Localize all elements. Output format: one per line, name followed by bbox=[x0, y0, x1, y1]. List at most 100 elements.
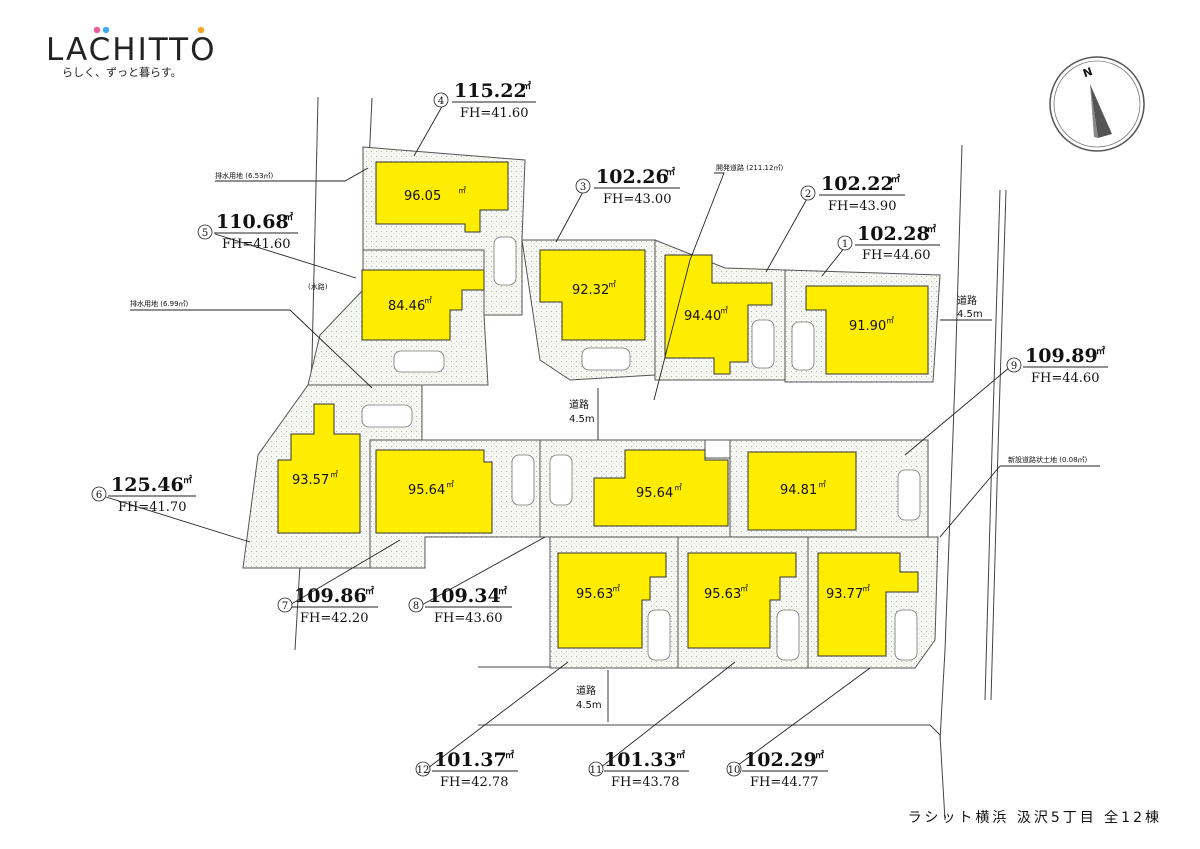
waterway-note: (水路) bbox=[308, 282, 328, 291]
lot-area: 115.22 bbox=[454, 80, 527, 102]
house-area-unit: ㎡ bbox=[674, 483, 682, 492]
lot-label-8[interactable]: 8 109.34 ㎡ FH=43.60 bbox=[408, 585, 512, 626]
area-unit: ㎡ bbox=[522, 80, 531, 92]
lot-fh: FH=41.70 bbox=[118, 500, 186, 515]
car-icons bbox=[361, 236, 921, 661]
lot-fh: FH=43.00 bbox=[603, 192, 671, 207]
car-icon bbox=[511, 454, 535, 506]
lot-fh: FH=43.78 bbox=[611, 775, 679, 790]
house-4 bbox=[375, 161, 509, 233]
road-width: 4.5m bbox=[569, 414, 595, 425]
car-icon bbox=[776, 609, 800, 661]
house-area-12: 95.63 bbox=[576, 587, 613, 602]
lot-fh: FH=43.60 bbox=[434, 611, 502, 626]
lot-area: 101.37 bbox=[434, 749, 507, 771]
house-footprints bbox=[277, 161, 929, 657]
house-area-1: 91.90 bbox=[849, 319, 886, 334]
car-icon bbox=[751, 319, 775, 369]
lot-label-12[interactable]: 12 101.37 ㎡ FH=42.78 bbox=[415, 749, 518, 790]
area-unit: ㎡ bbox=[891, 173, 900, 185]
project-title: ラシット横浜 汲沢5丁目 全12棟 bbox=[908, 809, 1162, 826]
lot-area: 109.89 bbox=[1025, 345, 1098, 367]
lot-fh: FH=41.60 bbox=[460, 106, 528, 121]
lot-label-10[interactable]: 10 102.29 ㎡ FH=44.77 bbox=[726, 749, 828, 790]
house-area-unit: ㎡ bbox=[612, 584, 620, 593]
house-area-unit: ㎡ bbox=[720, 306, 728, 315]
brand-logo: LACHITTO らしく、ずっと暮らす。 bbox=[46, 26, 214, 79]
house-1 bbox=[805, 285, 929, 375]
dev-road-note: 開発道路 (211.12㎡) bbox=[716, 163, 783, 172]
lot-label-4[interactable]: 4 115.22 ㎡ FH=41.60 bbox=[433, 80, 536, 121]
house-area-10: 93.77 bbox=[826, 587, 863, 602]
lot-area: 109.86 bbox=[294, 585, 367, 607]
road-name: 道路 bbox=[576, 684, 596, 697]
lot-number: 4 bbox=[438, 96, 444, 107]
area-unit: ㎡ bbox=[498, 585, 507, 597]
lot-number: 2 bbox=[805, 189, 811, 200]
house-10 bbox=[817, 552, 919, 657]
house-6 bbox=[277, 403, 361, 534]
north-compass-icon: N bbox=[1049, 56, 1145, 152]
lot-area: 125.46 bbox=[111, 474, 184, 496]
house-area-5: 84.46 bbox=[388, 299, 425, 314]
lot-number: 7 bbox=[282, 601, 288, 612]
lot-number: 5 bbox=[202, 228, 208, 239]
car-icon bbox=[361, 404, 413, 428]
house-area-labels: 96.05 ㎡ 84.46 ㎡ 92.32 ㎡ 94.40 ㎡ 91.90 ㎡ … bbox=[292, 186, 894, 602]
area-unit: ㎡ bbox=[1096, 345, 1105, 357]
lot-label-5[interactable]: 5 110.68 ㎡ FH=41.60 bbox=[197, 211, 298, 252]
area-unit: ㎡ bbox=[365, 585, 374, 597]
lot-fh: FH=44.77 bbox=[750, 775, 818, 790]
lot-area: 109.34 bbox=[428, 585, 501, 607]
lot-label-1[interactable]: 1 102.28 ㎡ FH=44.60 bbox=[837, 223, 940, 263]
house-2 bbox=[664, 254, 773, 375]
area-unit: ㎡ bbox=[927, 223, 936, 235]
lot-number: 1 bbox=[842, 239, 848, 250]
drain-note-1: 排水用地 (6.53㎡) bbox=[215, 171, 274, 180]
compass-n-label: N bbox=[1081, 65, 1094, 80]
lot-fh: FH=42.20 bbox=[300, 611, 368, 626]
site-notes: 排水用地 (6.53㎡) 排水用地 (6.99㎡) (水路) 開発道路 (211… bbox=[130, 163, 1088, 464]
house-area-unit: ㎡ bbox=[446, 480, 454, 489]
lot-number: 11 bbox=[590, 765, 603, 776]
lot-label-7[interactable]: 7 109.86 ㎡ FH=42.20 bbox=[277, 585, 378, 626]
lot-area: 102.26 bbox=[596, 166, 669, 188]
road-label-east: 道路 4.5m bbox=[957, 294, 983, 320]
lot-label-2[interactable]: 2 102.22 ㎡ FH=43.90 bbox=[800, 173, 905, 214]
lot-number: 8 bbox=[413, 601, 419, 612]
road-label-south: 道路 4.5m bbox=[576, 684, 602, 711]
lot-fh: FH=43.90 bbox=[828, 199, 896, 214]
lot-area: 110.68 bbox=[216, 211, 289, 233]
lot-fh: FH=44.60 bbox=[1031, 371, 1099, 386]
lot-area: 102.29 bbox=[744, 749, 817, 771]
house-area-7: 95.64 bbox=[408, 483, 445, 498]
car-icon bbox=[581, 347, 631, 371]
lot-number: 12 bbox=[417, 765, 430, 776]
lot-label-6[interactable]: 6 125.46 ㎡ FH=41.70 bbox=[91, 474, 196, 515]
area-unit: ㎡ bbox=[676, 749, 685, 761]
area-unit: ㎡ bbox=[284, 211, 293, 223]
lot-label-9[interactable]: 9 109.89 ㎡ FH=44.60 bbox=[1006, 345, 1108, 386]
house-area-unit: ㎡ bbox=[330, 470, 338, 479]
house-area-unit: ㎡ bbox=[886, 316, 894, 325]
car-icon bbox=[493, 236, 517, 286]
house-area-unit: ㎡ bbox=[818, 480, 826, 489]
house-area-unit: ㎡ bbox=[458, 186, 466, 195]
house-area-6: 93.57 bbox=[292, 473, 329, 488]
logo-tagline: らしく、ずっと暮らす。 bbox=[62, 65, 182, 79]
house-area-11: 95.63 bbox=[704, 587, 741, 602]
road-name: 道路 bbox=[569, 398, 589, 411]
drain-note-2: 排水用地 (6.99㎡) bbox=[130, 299, 189, 308]
house-area-9: 94.81 bbox=[780, 483, 817, 498]
lot-label-11[interactable]: 11 101.33 ㎡ FH=43.78 bbox=[588, 749, 689, 790]
house-area-4: 96.05 bbox=[404, 189, 441, 204]
area-unit: ㎡ bbox=[815, 749, 824, 761]
house-12 bbox=[557, 552, 667, 649]
new-road-note: 新設道路状土地 (0.08㎡) bbox=[1008, 455, 1088, 464]
lot-label-3[interactable]: 3 102.26 ㎡ FH=43.00 bbox=[575, 166, 680, 207]
lot-number: 3 bbox=[580, 182, 586, 193]
house-8 bbox=[593, 449, 729, 527]
house-area-unit: ㎡ bbox=[740, 584, 748, 593]
lot-fh: FH=42.78 bbox=[440, 775, 508, 790]
road-width: 4.5m bbox=[576, 700, 602, 711]
